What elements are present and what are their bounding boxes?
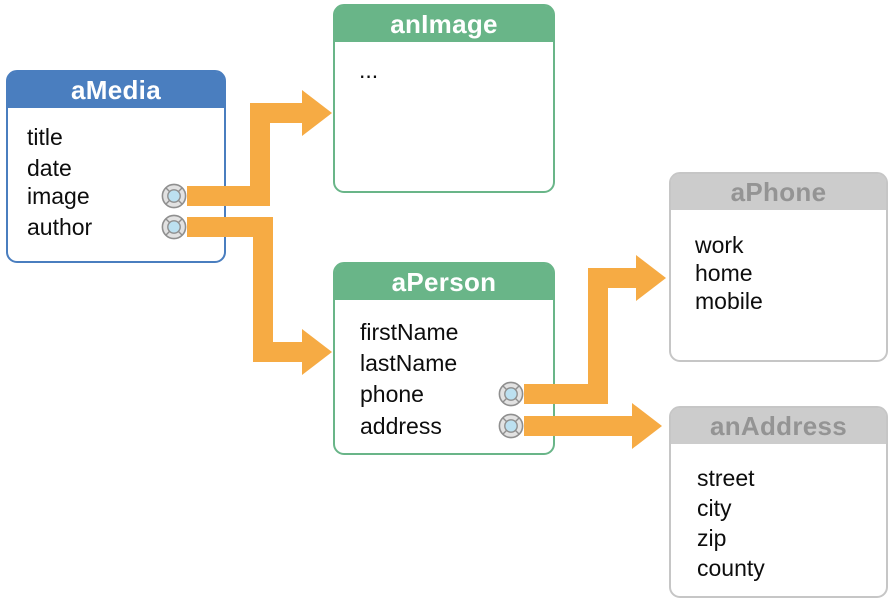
object-box-aperson: aPerson firstName lastName phone address bbox=[333, 262, 555, 455]
port-icon-address bbox=[498, 413, 524, 439]
field-street: street bbox=[697, 465, 755, 491]
field-work: work bbox=[695, 232, 744, 258]
object-box-anaddress: anAddress street city zip county bbox=[669, 406, 888, 598]
field-home: home bbox=[695, 260, 753, 286]
port-icon-phone bbox=[498, 381, 524, 407]
object-title-aphone: aPhone bbox=[671, 174, 886, 210]
field-phone: phone bbox=[360, 381, 424, 407]
port-icon-image bbox=[161, 183, 187, 209]
object-box-aphone: aPhone work home mobile bbox=[669, 172, 888, 362]
field-mobile: mobile bbox=[695, 288, 763, 314]
object-box-amedia: aMedia title date image author bbox=[6, 70, 226, 263]
object-box-animage: anImage ... bbox=[333, 4, 555, 193]
field-lastname: lastName bbox=[360, 350, 458, 376]
field-author: author bbox=[27, 214, 93, 240]
field-address: address bbox=[360, 413, 442, 439]
field-zip: zip bbox=[697, 525, 727, 551]
field-county: county bbox=[697, 555, 765, 581]
object-title-aperson: aPerson bbox=[335, 264, 553, 300]
object-title-amedia: aMedia bbox=[8, 72, 224, 108]
field-image: image bbox=[27, 183, 90, 209]
field-date: date bbox=[27, 155, 72, 181]
port-icon-author bbox=[161, 214, 187, 240]
field-ellipsis: ... bbox=[359, 57, 379, 83]
field-city: city bbox=[697, 495, 732, 521]
field-firstname: firstName bbox=[360, 319, 459, 345]
field-title: title bbox=[27, 124, 63, 150]
object-title-anaddress: anAddress bbox=[671, 408, 886, 444]
object-title-animage: anImage bbox=[335, 6, 553, 42]
